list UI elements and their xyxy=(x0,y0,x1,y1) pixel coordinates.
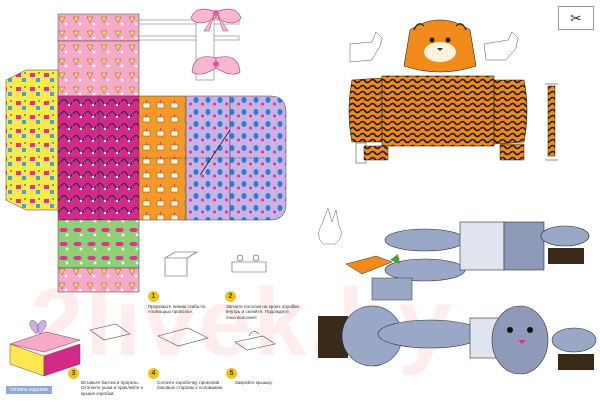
step-caption-4: Согните коробочку, проклеив боковые стор… xyxy=(157,380,224,391)
step-caption-5: Закройте крышку. xyxy=(235,380,273,385)
scissors-glue-icon: ✂ xyxy=(558,6,594,30)
step-caption-2: Загните полоски на краях коробки внутрь … xyxy=(226,304,299,320)
step-number-5: 5 xyxy=(226,368,237,379)
step-number-4: 4 xyxy=(148,368,159,379)
rabbit-template xyxy=(318,207,597,375)
instruction-sketches xyxy=(89,251,276,351)
gift-box-photo xyxy=(9,319,81,377)
gift-box-net xyxy=(5,8,287,293)
bow-icon xyxy=(190,8,242,75)
tiger-template xyxy=(348,19,558,164)
step-caption-1: Прорежьте линию сгиба по «помощью прокол… xyxy=(148,304,206,315)
step-caption-3: Вставьте бантик в прорезь. Отогните ушки… xyxy=(81,380,143,396)
finished-item-label: готовое изделие xyxy=(6,386,52,394)
step-number-2: 2 xyxy=(225,291,236,302)
step-number-3: 3 xyxy=(68,368,79,379)
step-number-1: 1 xyxy=(148,291,159,302)
